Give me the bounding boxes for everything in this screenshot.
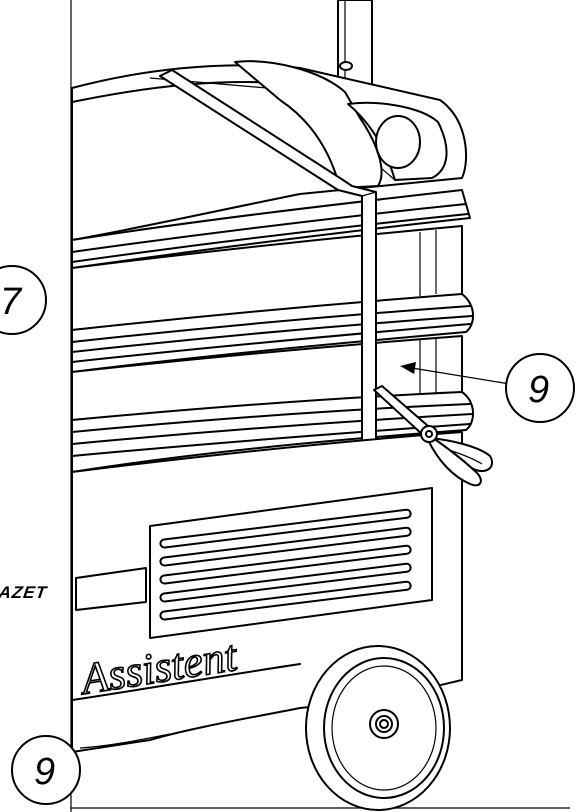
leader-arrow	[400, 362, 511, 385]
callout-7-label: 7	[0, 281, 23, 323]
wheel	[305, 645, 451, 811]
securing-strap	[159, 69, 377, 457]
callout-7: 7	[0, 265, 47, 335]
strap-cutter-scissors-icon	[373, 385, 494, 487]
callout-9-right-label: 9	[528, 369, 549, 411]
callout-9-right: 9	[505, 353, 575, 423]
callout-9-bottom-label: 9	[34, 751, 55, 793]
brand-plate-text: AZET	[0, 583, 49, 602]
callout-9-bottom: 9	[11, 735, 81, 805]
lid-top	[71, 60, 468, 241]
louvre-slots	[159, 508, 412, 621]
brand-plate: AZET	[0, 567, 147, 611]
